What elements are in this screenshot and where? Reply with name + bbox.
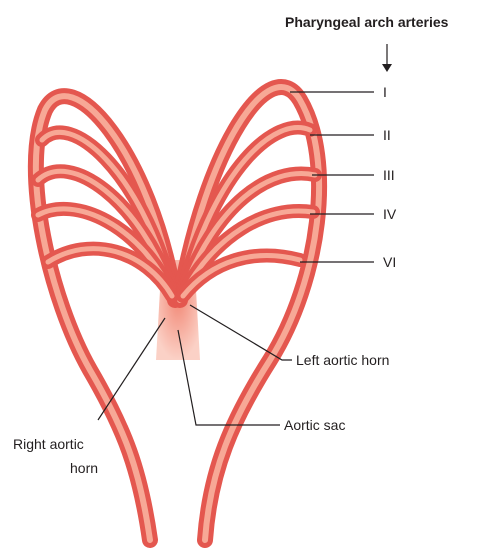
right-aortic-horn-label-line1: Right aortic <box>13 436 84 452</box>
aortic-sac-label: Aortic sac <box>284 417 346 433</box>
vessels <box>27 79 328 548</box>
leader-aortic-sac <box>177 329 280 426</box>
leader-lines <box>97 44 392 426</box>
arches-left <box>176 120 322 303</box>
diagram-title: Pharyngeal arch arteries <box>285 14 449 30</box>
arch-label-II: II <box>383 127 391 143</box>
arch-label-IV: IV <box>383 206 397 222</box>
leader-right-aortic-horn <box>97 317 166 421</box>
title-arrow-head <box>382 64 392 72</box>
arch-I-left <box>172 79 328 548</box>
arches-right <box>31 125 179 303</box>
arch-label-I: I <box>383 84 387 100</box>
right-aortic-horn-label-line2: horn <box>70 460 99 476</box>
left-aortic-horn-label: Left aortic horn <box>296 352 390 368</box>
leader-left-aortic-horn <box>189 304 292 361</box>
arch-label-III: III <box>383 167 395 183</box>
arch-I-right <box>27 88 183 548</box>
arch-label-VI: VI <box>383 254 397 270</box>
